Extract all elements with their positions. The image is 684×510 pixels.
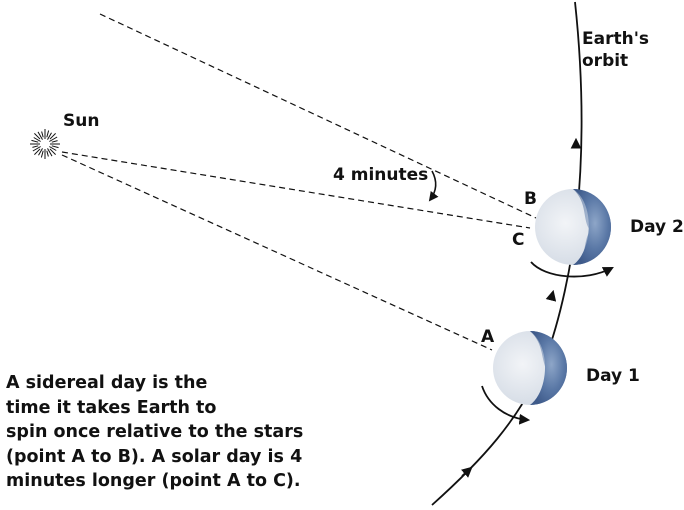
sun-ray [51,140,58,143]
sun-ray [38,148,43,156]
minutes-label: 4 minutes [333,165,429,185]
sun-label: Sun [63,111,100,131]
star-direction-line [99,13,537,219]
rotation-arrow-day1 [481,385,531,425]
sun-line-day1 [61,154,493,351]
caption-line: minutes longer (point A to C). [6,471,301,491]
angle-arrow [428,170,439,202]
orbit-arrow-2 [545,289,557,302]
sun-ray [32,145,39,148]
rotation-arrow-day2 [530,261,614,278]
sun-line-day2 [61,151,531,229]
sun-ray [34,148,41,155]
caption-line: A sidereal day is the [6,373,208,393]
sun-ray [33,137,41,142]
point-b-label: B [524,189,537,209]
sun-ray [46,130,50,138]
sun-ray [41,131,44,138]
sun-ray [37,131,43,140]
orbit-path [431,1,583,506]
earth-day2 [535,189,611,265]
sun-ray [32,146,41,152]
caption: A sidereal day is the time it takes Eart… [6,371,303,494]
caption-line: spin once relative to the stars [6,422,304,442]
caption-line: (point A to B). A solar day is 4 [6,446,303,467]
sun-ray [47,148,53,157]
sun-ray [40,150,44,158]
sun-ray [31,139,39,143]
sun-ray [34,133,41,140]
orbit-label-line2: orbit [582,51,629,71]
sun-ray [46,150,49,157]
point-a-label: A [481,327,495,347]
day2-label: Day 2 [630,217,684,237]
sun-ray [51,145,59,149]
point-c-label: C [512,230,525,250]
sun-ray [49,133,56,140]
sun-ray [47,132,52,140]
sun-ray [49,136,58,142]
earth-day1 [493,331,567,405]
caption-line: time it takes Earth to [6,397,217,418]
orbit-arrow-1 [460,466,473,478]
day1-label: Day 1 [586,366,640,386]
sightlines [61,13,537,351]
orbit-label-line1: Earth's [582,29,650,49]
sun-ray [49,146,57,151]
sun-ray [49,148,56,155]
sun-icon [30,129,60,159]
